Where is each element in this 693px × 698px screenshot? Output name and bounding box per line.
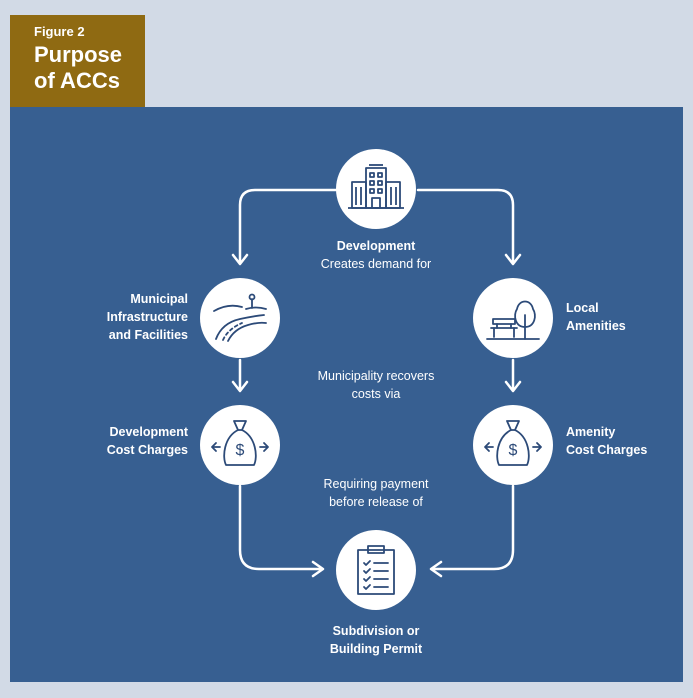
development-node <box>336 149 416 229</box>
dcc-label: Development Cost Charges <box>70 423 188 459</box>
development-cost-charges-node: $ <box>200 405 280 485</box>
figure-title-line1: Purpose <box>34 42 123 67</box>
arrow-amenities-to-acc <box>504 358 522 393</box>
arrow-acc-to-permit <box>429 484 515 578</box>
recovers-line2: costs via <box>351 387 401 401</box>
amenities-label-line2: Amenities <box>566 319 626 333</box>
svg-text:$: $ <box>236 442 245 459</box>
clipboard-checklist-icon <box>357 545 395 595</box>
municipal-label: Municipal Infrastructure and Facilities <box>70 290 188 344</box>
municipal-label-line1: Municipal <box>130 292 188 306</box>
arrow-dcc-to-permit <box>238 484 325 578</box>
amenities-label: Local Amenities <box>566 299 676 335</box>
development-title: Development <box>336 239 416 253</box>
amenity-cost-charges-node: $ <box>473 405 553 485</box>
money-bag-icon: $ <box>211 420 269 466</box>
svg-text:$: $ <box>509 442 518 459</box>
building-icon <box>348 164 404 209</box>
park-bench-tree-icon <box>486 300 540 340</box>
development-subtitle: Creates demand for <box>320 257 432 271</box>
arrow-municipal-to-dcc <box>231 358 249 393</box>
acc-label: Amenity Cost Charges <box>566 423 676 459</box>
requiring-line2: before release of <box>329 495 423 509</box>
municipal-label-line3: and Facilities <box>108 328 188 342</box>
acc-label-line2: Cost Charges <box>566 443 648 457</box>
dcc-label-line2: Cost Charges <box>106 443 188 457</box>
road-landscape-icon <box>213 293 267 342</box>
acc-label-line1: Amenity <box>566 425 616 439</box>
figure-title-line2: of ACCs <box>34 68 120 93</box>
recovers-line1: Municipality recovers <box>317 369 435 383</box>
permit-label-line1: Subdivision or <box>332 624 420 638</box>
development-label: Development Creates demand for <box>296 237 456 273</box>
arrow-dev-to-municipal <box>231 188 338 266</box>
permit-label: Subdivision or Building Permit <box>286 622 466 658</box>
municipal-label-line2: Infrastructure <box>106 310 188 324</box>
arrow-dev-to-amenities <box>416 188 522 266</box>
requiring-line1: Requiring payment <box>323 477 429 491</box>
local-amenities-node <box>473 278 553 358</box>
money-bag-icon: $ <box>484 420 542 466</box>
figure-label: Figure 2 <box>34 24 85 39</box>
amenities-label-line1: Local <box>566 301 599 315</box>
figure-tag: Figure 2 Purpose of ACCs <box>10 15 145 107</box>
recovers-caption: Municipality recovers costs via <box>296 367 456 403</box>
requiring-caption: Requiring payment before release of <box>296 475 456 511</box>
permit-label-line2: Building Permit <box>329 642 423 656</box>
dcc-label-line1: Development <box>109 425 189 439</box>
permit-node <box>336 530 416 610</box>
municipal-infrastructure-node <box>200 278 280 358</box>
